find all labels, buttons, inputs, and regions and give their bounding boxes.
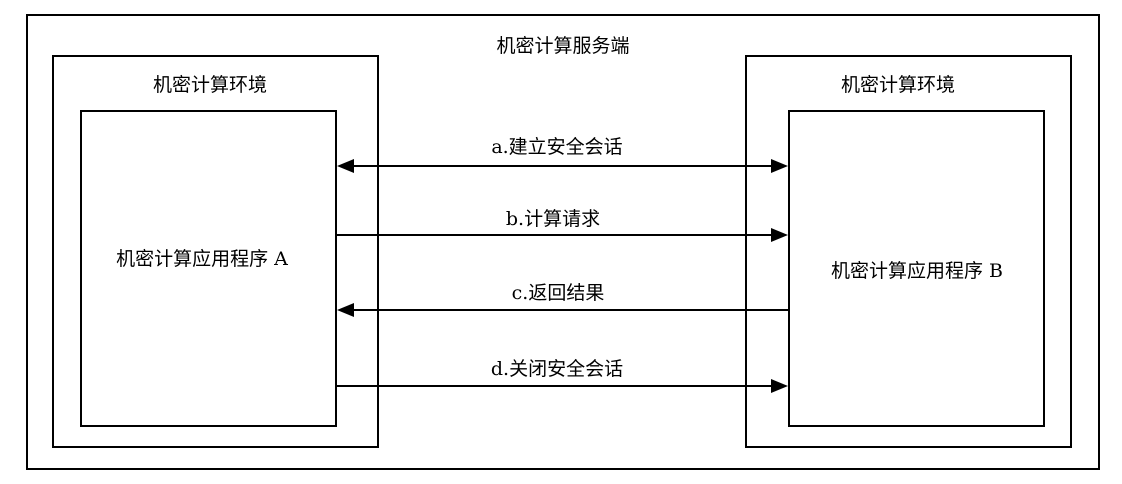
env-title-right: 机密计算环境 [840,74,956,96]
app-label-a: 机密计算应用程序 A [116,248,288,270]
arrow-a [337,159,788,173]
server-title: 机密计算服务端 [496,35,630,57]
app-box-b [788,110,1045,427]
message-label-b: b.计算请求 [505,208,601,230]
arrow-c [337,303,788,317]
arrow-b [337,228,788,242]
arrow-d [337,379,788,393]
app-label-b: 机密计算应用程序 B [830,260,1004,282]
message-label-d: d.关闭安全会话 [490,358,624,380]
message-label-c: c.返回结果 [511,282,605,304]
message-label-a: a.建立安全会话 [491,136,623,158]
app-box-a [80,110,337,427]
env-title-left: 机密计算环境 [152,74,268,96]
